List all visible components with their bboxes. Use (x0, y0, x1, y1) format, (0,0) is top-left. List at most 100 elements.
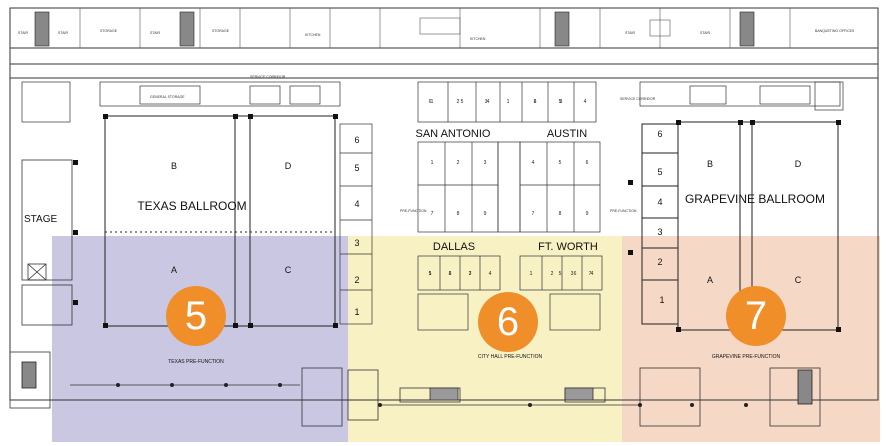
small-room-number: 1 (431, 99, 434, 105)
small-room-number: 1 (507, 99, 510, 105)
left-room-number: 3 (354, 238, 359, 248)
small-room-number: 3 (484, 160, 487, 166)
svg-text:STORAGE: STORAGE (212, 29, 230, 33)
small-room-number: 2 (534, 99, 537, 105)
small-room-number: 5 (429, 271, 432, 277)
dallas-ftworth-block (417, 255, 603, 331)
left-room-number: 1 (354, 307, 359, 317)
svg-text:SERVICE CORRIDOR: SERVICE CORRIDOR (250, 75, 286, 79)
svg-text:STORAGE: STORAGE (100, 29, 118, 33)
zone-7-marker[interactable]: 7 (726, 286, 786, 346)
left-meeting-rooms (339, 123, 373, 325)
small-room-number: 4 (584, 99, 587, 105)
small-room-number: 6 (586, 160, 589, 166)
grapevine-prefunction-label: GRAPEVINE PRE-FUNCTION (712, 354, 781, 360)
city-hall-prefunction-label: CITY HALL PRE-FUNCTION (478, 354, 543, 360)
small-room-number: 6 (429, 99, 432, 105)
small-room-number: 9 (484, 211, 487, 217)
small-room-number: 8 (559, 211, 562, 217)
small-room-number: 7 (431, 211, 434, 217)
svg-text:GENERAL STORAGE: GENERAL STORAGE (150, 95, 185, 99)
small-room-number: 5 (559, 271, 562, 277)
grapevine-sections: B D A C (707, 159, 802, 285)
prefunction-corridor (9, 351, 821, 427)
san-antonio-label: SAN ANTONIO (416, 128, 491, 140)
texas-prefunction-label: TEXAS PRE-FUNCTION (168, 359, 224, 365)
svg-text:STAIR: STAIR (700, 31, 711, 35)
left-room-number: 4 (354, 199, 359, 209)
right-room-number: 6 (657, 129, 662, 139)
small-room-number: 2 (457, 99, 460, 105)
service-strip (34, 8, 791, 48)
small-room-number: 5 (461, 99, 464, 105)
small-room-number: 4 (532, 160, 535, 166)
dallas-label: DALLAS (433, 241, 475, 253)
small-room-number: 6 (449, 271, 452, 277)
texas-section-label: D (285, 161, 292, 171)
grapevine-section-label: B (707, 159, 713, 169)
svg-text:STAIR: STAIR (58, 31, 69, 35)
boh-labels: GENERAL STORAGE SERVICE CORRIDOR SERVICE… (150, 75, 656, 213)
small-room-number: 4 (591, 271, 594, 277)
small-room-number: 1 (429, 271, 432, 277)
svg-text:KITCHEN: KITCHEN (470, 37, 486, 41)
small-room-number: 8 (457, 211, 460, 217)
svg-text:PRE-FUNCTION: PRE-FUNCTION (610, 209, 637, 213)
texas-ballroom-label: TEXAS BALLROOM (137, 199, 246, 213)
texas-section-label: C (285, 265, 292, 275)
small-room-number: 9 (586, 211, 589, 217)
small-room-number: 7 (532, 211, 535, 217)
right-room-number: 5 (657, 167, 662, 177)
small-room-number: 7 (469, 271, 472, 277)
zone-6-marker[interactable]: 6 (478, 292, 538, 352)
small-room-number: 5 (559, 160, 562, 166)
small-room-number: 6 (574, 271, 577, 277)
small-room-number: 2 (449, 271, 452, 277)
left-room-numbers: 6 5 4 3 2 1 (354, 135, 359, 317)
small-room-number: 4 (487, 99, 490, 105)
svg-text:STAIR: STAIR (18, 31, 29, 35)
grapevine-section-label: A (707, 275, 713, 285)
small-room-number: 3 (485, 99, 488, 105)
texas-sections: B D A C (171, 161, 292, 275)
back-of-house-rooms (21, 81, 844, 123)
small-room-number: 1 (431, 160, 434, 166)
small-room-number: 3 (571, 271, 574, 277)
right-room-number: 4 (657, 197, 662, 207)
left-room-number: 2 (354, 275, 359, 285)
grapevine-section-label: D (795, 159, 802, 169)
texas-columns (73, 114, 338, 328)
stage-area (21, 159, 73, 326)
svg-text:PRE-FUNCTION: PRE-FUNCTION (400, 209, 427, 213)
svg-text:SERVICE CORRIDOR: SERVICE CORRIDOR (620, 97, 656, 101)
grapevine-ballroom-label: GRAPEVINE BALLROOM (685, 192, 825, 206)
left-room-number: 5 (354, 163, 359, 173)
right-room-numbers: 6 5 4 3 2 1 (657, 129, 664, 305)
small-room-number: 1 (530, 271, 533, 277)
austin-label: AUSTIN (547, 128, 587, 140)
stage-label: STAGE (24, 214, 57, 225)
san-antonio-austin-block (417, 81, 601, 233)
right-room-number: 3 (657, 227, 662, 237)
small-room-number: 5 (559, 99, 562, 105)
small-room-number: 3 (560, 99, 563, 105)
svg-text:BANQUETING OFFICES: BANQUETING OFFICES (815, 29, 855, 33)
right-room-number: 1 (659, 295, 664, 305)
small-room-number: 2 (457, 160, 460, 166)
texas-section-label: B (171, 161, 177, 171)
svg-text:STAIR: STAIR (150, 31, 161, 35)
ft-worth-label: FT. WORTH (538, 241, 598, 253)
small-room-number: 2 (551, 271, 554, 277)
zone-5-marker[interactable]: 5 (166, 286, 226, 346)
small-room-number: 3 (469, 271, 472, 277)
small-room-number: 4 (489, 271, 492, 277)
right-room-number: 2 (657, 257, 662, 267)
svg-text:KITCHEN: KITCHEN (305, 33, 321, 37)
service-labels: STAIR STAIR STORAGE STAIR STORAGE KITCHE… (18, 29, 855, 41)
grapevine-section-label: C (795, 275, 802, 285)
left-room-number: 6 (354, 135, 359, 145)
texas-section-label: A (171, 265, 177, 275)
corridor-dots (116, 383, 748, 407)
